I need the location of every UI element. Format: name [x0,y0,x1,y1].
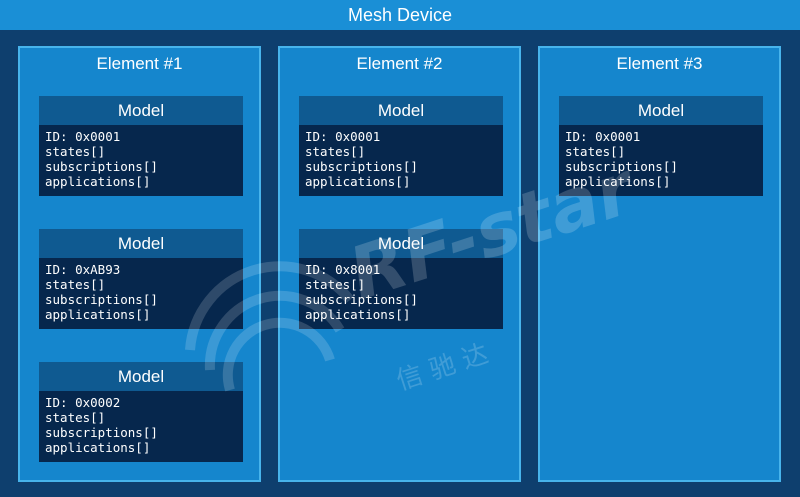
model-properties: ID: 0x0001 states[] subscriptions[] appl… [299,125,503,189]
model-header: Model [299,229,503,258]
model-states: states[] [45,277,106,292]
model-subscriptions: subscriptions[] [45,425,158,440]
model-id: ID: 0x8001 [305,262,381,277]
model-properties: ID: 0xAB93 states[] subscriptions[] appl… [39,258,243,322]
model-box: Model ID: 0xAB93 states[] subscriptions[… [39,229,243,329]
element-3: Element #3 Model ID: 0x0001 states[] sub… [538,46,781,482]
model-subscriptions: subscriptions[] [45,292,158,307]
model-subscriptions: subscriptions[] [305,292,418,307]
model-id: ID: 0x0001 [565,129,641,144]
model-id: ID: 0xAB93 [45,262,121,277]
model-applications: applications[] [305,174,411,189]
element-1: Element #1 Model ID: 0x0001 states[] sub… [18,46,261,482]
model-applications: applications[] [45,174,151,189]
model-id: ID: 0x0001 [45,129,121,144]
model-box: Model ID: 0x0001 states[] subscriptions[… [39,96,243,196]
element-title: Element #3 [616,54,703,73]
model-properties: ID: 0x8001 states[] subscriptions[] appl… [299,258,503,322]
model-states: states[] [565,144,626,159]
model-states: states[] [45,410,106,425]
model-header: Model [299,96,503,125]
model-applications: applications[] [45,440,151,455]
model-box: Model ID: 0x0002 states[] subscriptions[… [39,362,243,462]
model-states: states[] [45,144,106,159]
model-box: Model ID: 0x0001 states[] subscriptions[… [559,96,763,196]
model-id: ID: 0x0002 [45,395,121,410]
model-states: states[] [305,144,366,159]
model-box: Model ID: 0x0001 states[] subscriptions[… [299,96,503,196]
model-applications: applications[] [45,307,151,322]
model-subscriptions: subscriptions[] [305,159,418,174]
element-2: Element #2 Model ID: 0x0001 states[] sub… [278,46,521,482]
model-states: states[] [305,277,366,292]
model-properties: ID: 0x0001 states[] subscriptions[] appl… [39,125,243,189]
model-properties: ID: 0x0001 states[] subscriptions[] appl… [559,125,763,189]
model-header: Model [39,362,243,391]
model-applications: applications[] [305,307,411,322]
model-properties: ID: 0x0002 states[] subscriptions[] appl… [39,391,243,455]
model-header: Model [39,229,243,258]
element-title: Element #1 [96,54,183,73]
model-header: Model [559,96,763,125]
model-id: ID: 0x0001 [305,129,381,144]
element-title: Element #2 [356,54,443,73]
device-title: Mesh Device [0,0,800,30]
model-subscriptions: subscriptions[] [565,159,678,174]
model-subscriptions: subscriptions[] [45,159,158,174]
model-box: Model ID: 0x8001 states[] subscriptions[… [299,229,503,329]
model-applications: applications[] [565,174,671,189]
model-header: Model [39,96,243,125]
